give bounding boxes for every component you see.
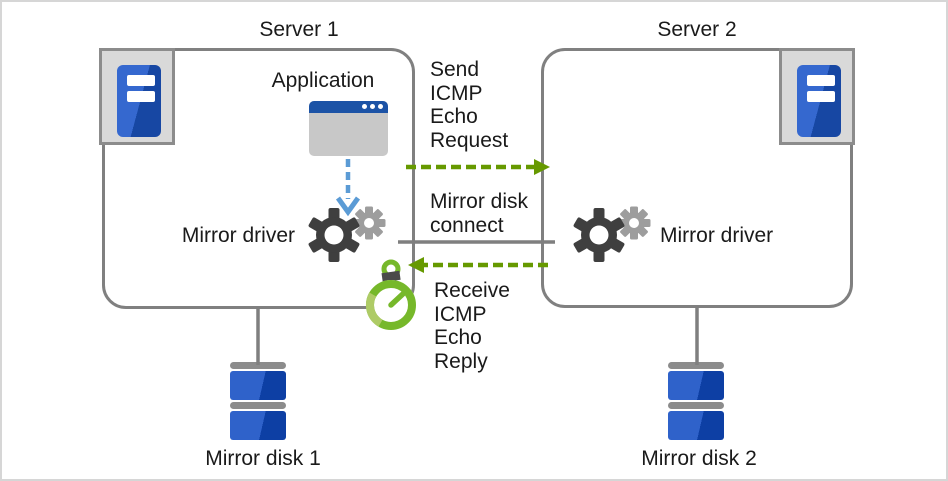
mirror-disk2-label: Mirror disk 2 (641, 447, 757, 470)
send-icmp-text: Send ICMP Echo Request (430, 58, 509, 152)
big-gear (573, 208, 625, 262)
mirror-disk2-icon (668, 362, 724, 442)
stopwatch-hand (388, 289, 408, 308)
server-tower-body (117, 65, 161, 137)
receive-icmp-arrow (408, 257, 548, 273)
receive-icmp-text: Receive ICMP Echo Reply (434, 279, 510, 373)
server-tower-body (797, 65, 841, 137)
server1-title: Server 1 (259, 18, 339, 41)
window-dots (362, 104, 383, 109)
server2-tower-icon (779, 48, 855, 145)
mirror-disk1-icon (230, 362, 286, 442)
application-label: Application (271, 69, 375, 92)
big-gear (308, 208, 360, 262)
server1-driver-label: Mirror driver (181, 224, 295, 247)
mirror-disk-connect-text: Mirror disk connect (430, 190, 528, 237)
stopwatch-ring-highlight (365, 292, 383, 327)
small-gear (352, 206, 386, 240)
server2-driver-label: Mirror driver (660, 224, 774, 247)
small-gear (617, 206, 651, 240)
mirror-disk1-label: Mirror disk 1 (205, 447, 321, 470)
server2-title: Server 2 (657, 18, 737, 41)
window-titlebar (309, 101, 388, 113)
stopwatch-icon (365, 259, 416, 330)
server1-gears-icon (308, 206, 386, 262)
stopwatch-button (381, 270, 401, 283)
application-window-icon (309, 101, 388, 156)
send-icmp-arrow (406, 159, 550, 175)
server1-tower-icon (99, 48, 175, 145)
server2-gears-icon (573, 206, 651, 262)
